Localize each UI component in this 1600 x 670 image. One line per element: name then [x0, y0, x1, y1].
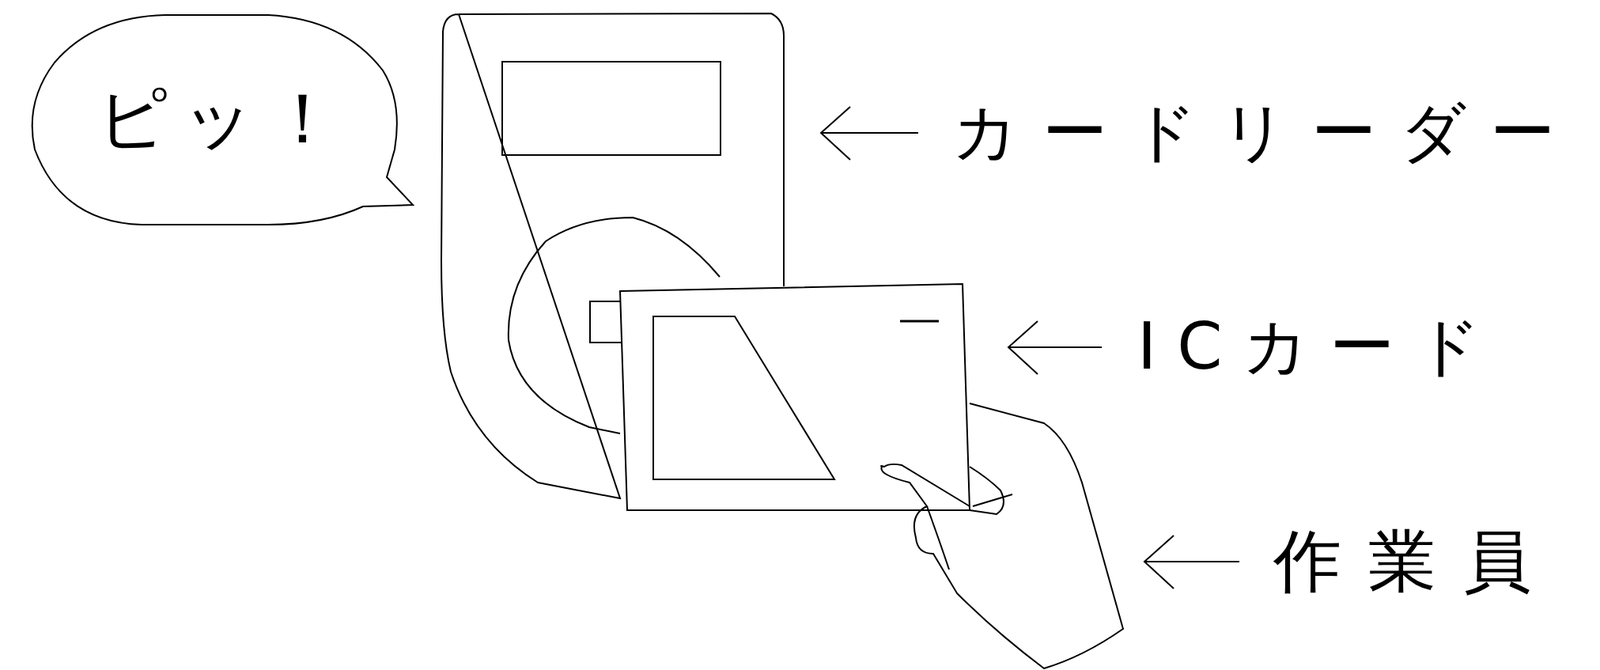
part-label: 作業員: [1273, 526, 1559, 595]
bubble-text: ピッ！: [30, 15, 419, 223]
part-label: ICカード: [1137, 313, 1502, 379]
leader-arrow: [1144, 535, 1240, 589]
reader-mark: [590, 301, 622, 343]
leader-arrow: [820, 106, 919, 160]
reader-screen: [502, 61, 721, 156]
ic-card: [620, 283, 970, 511]
leader-arrow: [1008, 321, 1102, 375]
card-dash: [900, 320, 939, 323]
part-label: カードリーダー: [952, 99, 1579, 165]
speech-bubble: ピッ！: [30, 15, 419, 229]
hand-finger: [926, 466, 1013, 570]
hand: [881, 403, 1124, 669]
card-chip-area: [653, 316, 835, 480]
